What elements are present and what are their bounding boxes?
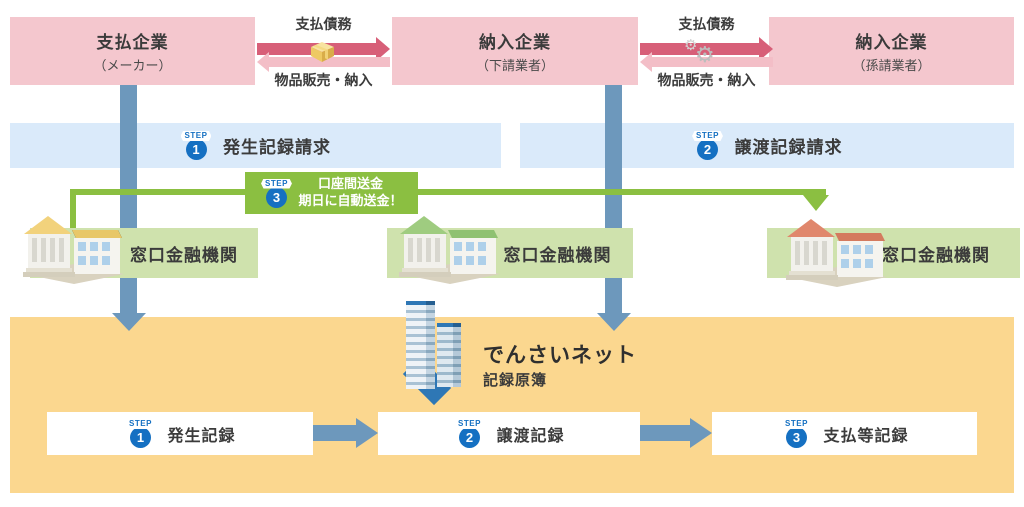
goods-label: 物品販売・納入 <box>274 72 373 88</box>
arrow-head <box>257 52 269 72</box>
arrow-head <box>356 418 378 448</box>
densai-net-title: でんさいネット <box>483 344 637 367</box>
transfer-line1: 口座間送金 <box>317 176 383 192</box>
company-subtitle: （メーカー） <box>93 58 172 73</box>
transfer-text: 口座間送金 期日に自動送金！ <box>298 176 402 210</box>
company-title: 納入企業 <box>479 33 551 52</box>
arrow-shaft <box>313 425 357 441</box>
trade-link-2: 支払債務 ⚙ ⚙ 物品販売・納入 <box>638 14 775 90</box>
record-flow-arrow-1 <box>313 418 378 448</box>
bank-label: 窓口金融機関 <box>503 245 612 265</box>
request-flow-arrow-center <box>605 85 622 313</box>
trade-link-1: 支払債務 物品販売・納入 <box>255 14 392 90</box>
office-building-icon <box>398 297 472 406</box>
company-subtitle: （下請業者） <box>475 58 554 73</box>
bank-icon-green-roof <box>398 208 502 289</box>
record-box-step1: STEP 1 発生記録 <box>47 412 313 455</box>
record-flow-arrow-2 <box>640 418 712 448</box>
gear-large: ⚙ <box>695 42 715 67</box>
step-badge-number: 2 <box>697 139 718 160</box>
step2-badge: STEP 2 <box>453 419 485 448</box>
record-box-step2: STEP 2 譲渡記録 <box>378 412 640 455</box>
debt-label: 支払債務 <box>295 16 352 32</box>
arrow-shaft <box>640 43 759 55</box>
transfer-line2: 期日に自動送金！ <box>298 193 403 208</box>
step1-badge: STEP 1 <box>180 131 212 160</box>
arrow-shaft <box>652 57 773 67</box>
step-badge-number: 3 <box>785 427 807 448</box>
step-badge-label: STEP <box>180 131 212 141</box>
step-badge-label: STEP <box>125 419 156 429</box>
densai-net-area <box>10 317 1014 493</box>
gear-small: ⚙ <box>684 37 698 54</box>
request-flow-arrowhead-left <box>112 313 146 331</box>
step3-badge: STEP 3 <box>780 419 812 448</box>
densai-net-subtitle: 記録原簿 <box>483 372 548 389</box>
step1-request-label: 発生記録請求 <box>223 138 331 157</box>
company-title: 支払企業 <box>96 33 169 52</box>
company-title: 納入企業 <box>855 33 928 52</box>
bank-icon-yellow-roof <box>22 208 126 289</box>
goods-label: 物品販売・納入 <box>657 72 756 88</box>
record-label: 発生記録 <box>167 427 236 445</box>
building-tower-side <box>426 301 435 389</box>
account-transfer-box: STEP 3 口座間送金 期日に自動送金！ <box>245 172 418 214</box>
transfer-line-left-drop <box>70 189 76 233</box>
step3-badge: STEP 3 <box>260 178 292 208</box>
step-badge-number: 1 <box>129 427 151 448</box>
goods-arrow-left <box>257 52 390 72</box>
bank-label: 窓口金融機関 <box>130 245 238 265</box>
arrow-shaft <box>640 425 691 441</box>
arrow-head <box>759 37 773 61</box>
building-tower <box>437 323 453 387</box>
debt-arrow-right <box>640 37 773 61</box>
step-badge-number: 2 <box>458 427 480 448</box>
step1-badge: STEP 1 <box>124 419 156 448</box>
payment-company-box: 支払企業 （メーカー） <box>10 17 255 85</box>
step-badge-label: STEP <box>261 178 292 189</box>
arrow-shaft <box>269 57 390 67</box>
step-badge-number: 3 <box>265 186 287 208</box>
bank-label: 窓口金融機関 <box>882 245 990 265</box>
record-box-step3: STEP 3 支払等記録 <box>712 412 977 455</box>
arrow-head <box>690 418 712 448</box>
step2-badge: STEP 2 <box>692 131 724 160</box>
goods-arrow-left <box>640 52 773 72</box>
arrow-head <box>376 37 390 61</box>
step-badge-number: 1 <box>185 139 207 160</box>
step-badge-label: STEP <box>454 419 485 429</box>
supplier-company-box: 納入企業 （下請業者） <box>392 17 638 85</box>
building-tower <box>406 301 426 389</box>
company-subtitle: （孫請業者） <box>852 58 931 73</box>
request-flow-arrowhead-center <box>597 313 631 331</box>
building-tower-side <box>453 323 461 387</box>
step2-request-label: 譲渡記録請求 <box>734 138 843 157</box>
transfer-arrow-down <box>803 195 829 211</box>
record-label: 譲渡記録 <box>496 427 565 445</box>
debt-label: 支払債務 <box>678 16 735 32</box>
record-label: 支払等記録 <box>823 427 909 445</box>
step1-request-band: STEP 1 発生記録請求 <box>10 123 501 168</box>
step-badge-label: STEP <box>781 419 812 429</box>
transfer-line <box>70 189 826 195</box>
step2-request-band: STEP 2 譲渡記録請求 <box>520 123 1014 168</box>
bank-icon-red-roof <box>785 211 889 292</box>
package-icon <box>309 40 336 68</box>
arrow-head <box>640 52 652 72</box>
sub-supplier-company-box: 納入企業 （孫請業者） <box>769 17 1014 85</box>
step-badge-label: STEP <box>692 131 723 141</box>
gears-icon: ⚙ ⚙ <box>684 36 728 70</box>
